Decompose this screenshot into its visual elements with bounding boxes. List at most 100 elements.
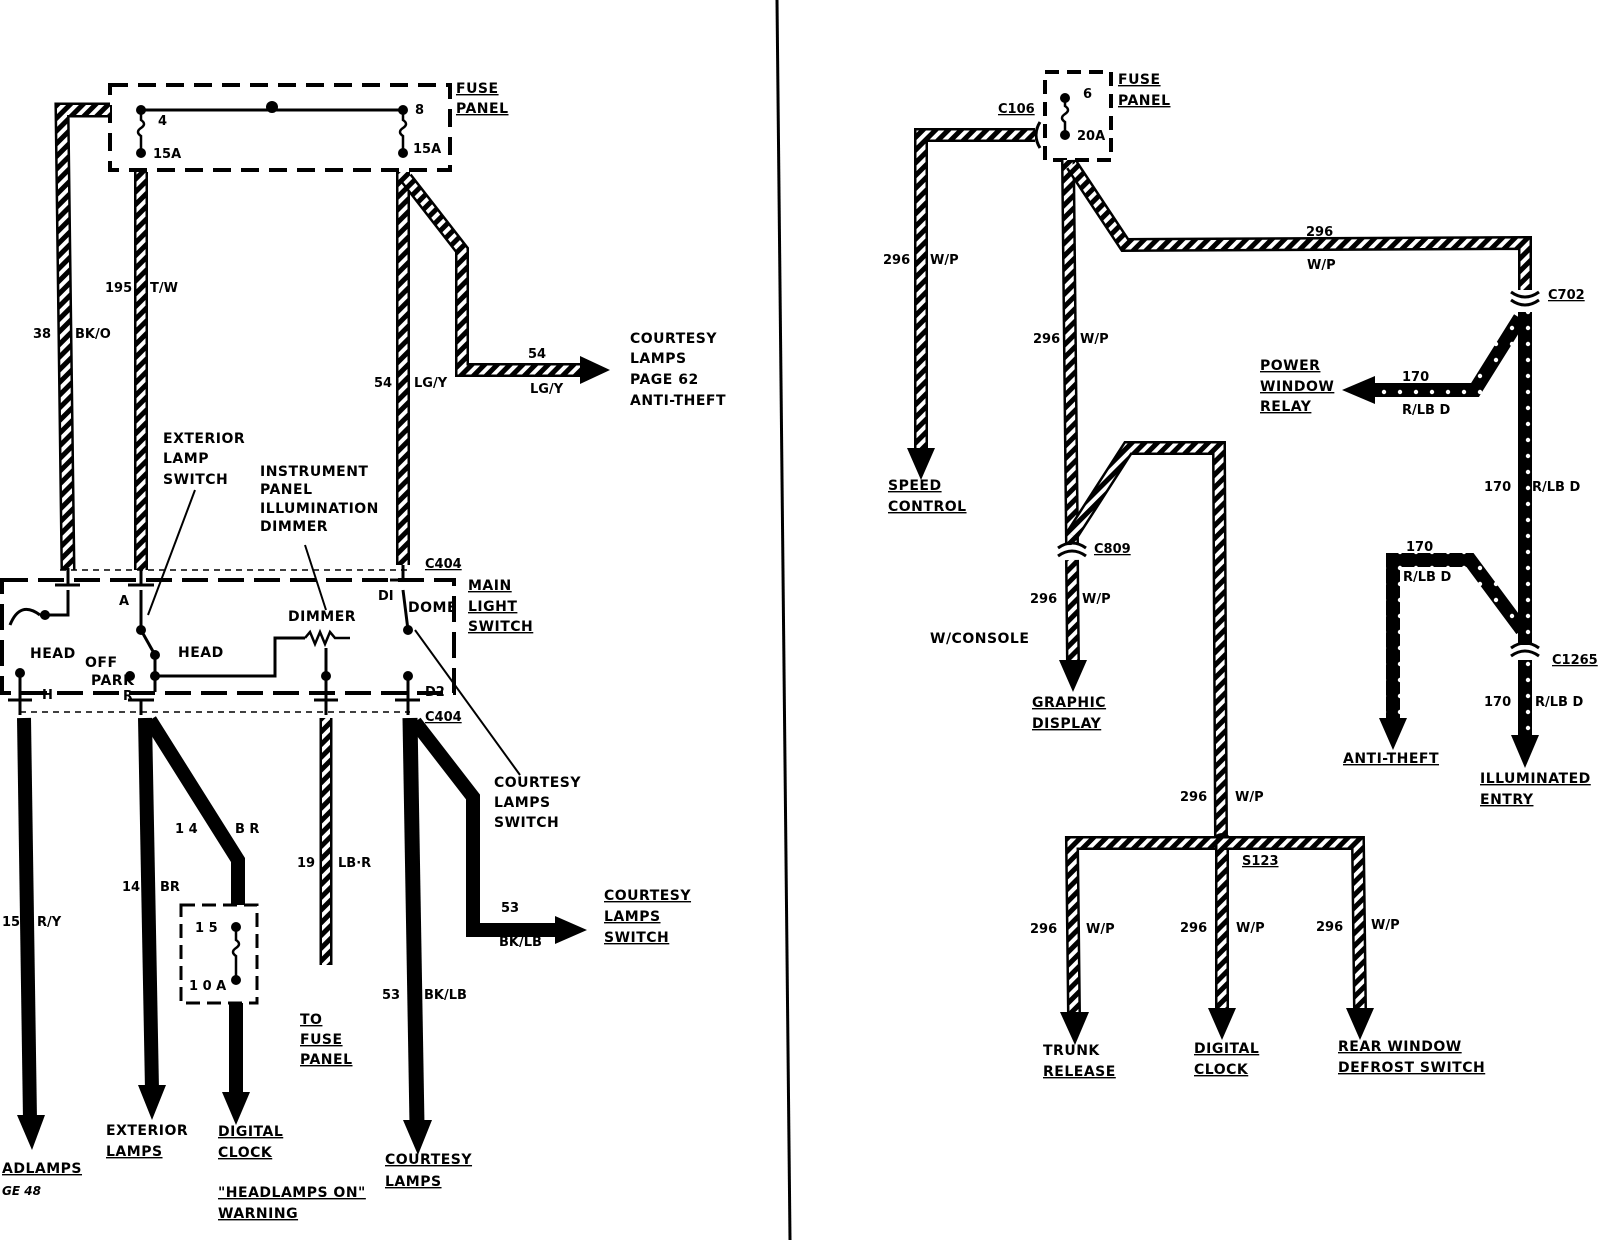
- courtesy-call-2: LAMPS: [494, 795, 551, 811]
- r-digital-clock-2: CLOCK: [1194, 1062, 1249, 1078]
- speed-control-1: SPEED: [888, 478, 942, 494]
- wire-19-num: 19: [297, 856, 315, 871]
- anti-theft-label: ANTI-THEFT: [1343, 751, 1439, 767]
- wire-15: [17, 717, 37, 1121]
- pin-d2-label: D2: [425, 685, 445, 700]
- ext-switch-2: LAMP: [163, 451, 209, 467]
- w296c-num: 296: [1306, 225, 1333, 240]
- fuse15-label: 1 5: [195, 921, 218, 936]
- r-fuse-panel-2: PANEL: [1118, 93, 1171, 109]
- trunk-release-2: RELEASE: [1043, 1064, 1116, 1080]
- courtesy-top-1: COURTESY: [630, 331, 717, 347]
- wire-296-speed: [916, 130, 1035, 455]
- page48-label: GE 48: [2, 1184, 41, 1198]
- w-console-label: W/CONSOLE: [930, 631, 1029, 647]
- courtesy-lamps-2: LAMPS: [385, 1174, 442, 1190]
- digital-clock-2: CLOCK: [218, 1145, 273, 1161]
- left-schematic: [0, 83, 610, 1155]
- w296d-num: 296: [1030, 592, 1057, 607]
- main-switch-3: SWITCH: [468, 619, 533, 635]
- courtesy-call-1: COURTESY: [494, 775, 581, 791]
- wire-195-color: T/W: [150, 281, 178, 296]
- c404-top-label: C404: [425, 557, 462, 572]
- wire-195-num: 195: [105, 281, 132, 296]
- w170a-num: 170: [1402, 370, 1429, 385]
- right-labels: FUSE PANEL 6 20A C106 296 W/P 296 W/P 29…: [883, 72, 1598, 1080]
- w296e-color: W/P: [1235, 790, 1264, 805]
- wire-14b-color: BR: [160, 880, 180, 895]
- r-digital-clock-1: DIGITAL: [1194, 1041, 1259, 1057]
- c1265-label: C1265: [1552, 653, 1598, 668]
- w170c-color: R/LB D: [1403, 570, 1451, 585]
- pin-r-label: R: [123, 689, 133, 704]
- ip-dimmer-4: DIMMER: [260, 519, 328, 535]
- fuse-4: [136, 110, 146, 153]
- ip-dimmer-1: INSTRUMENT: [260, 464, 368, 480]
- wire-14-branch: [144, 716, 245, 905]
- wire-54a-num: 54: [374, 376, 392, 391]
- wire-38-num: 38: [33, 327, 51, 342]
- wire-15-num: 15: [2, 915, 20, 930]
- w170b-num: 170: [1484, 480, 1511, 495]
- wire-296-s123: [1068, 443, 1226, 841]
- speed-control-2: CONTROL: [888, 499, 967, 515]
- wire-296-console: [1067, 559, 1078, 666]
- fuse-panel-box: [108, 83, 452, 172]
- pin-h-label: H: [42, 688, 53, 703]
- c702-label: C702: [1548, 288, 1585, 303]
- wire-296-trunk: [1067, 838, 1222, 1016]
- left-labels: FUSE PANEL 4 15A 8 15A 38 BK/O 195 T/W 5…: [2, 81, 726, 1222]
- power-relay-2: WINDOW: [1260, 379, 1334, 395]
- illuminated-entry-2: ENTRY: [1480, 792, 1534, 808]
- wire-53b-color: BK/LB: [424, 988, 467, 1003]
- right-schematic: [907, 70, 1540, 1045]
- w296f-color: W/P: [1086, 922, 1115, 937]
- courtesy-call-3: SWITCH: [494, 815, 559, 831]
- main-switch-1: MAIN: [468, 578, 512, 594]
- wire-53a-color: BK/LB: [499, 935, 542, 950]
- fuse4-label: 4: [158, 114, 167, 129]
- dome-label: DOME: [408, 600, 457, 616]
- wire-296-c702: [1068, 162, 1530, 290]
- wire-38: [56, 105, 110, 571]
- wire-14: [138, 717, 159, 1091]
- wire-170-relay: [1370, 314, 1526, 397]
- park-label: PARK: [91, 673, 135, 689]
- main-switch-2: LIGHT: [468, 599, 517, 615]
- rear-defrost-2: DEFROST SWITCH: [1338, 1060, 1485, 1076]
- courtesy-top-2: LAMPS: [630, 351, 687, 367]
- fuse-15-box: [179, 903, 259, 1005]
- fuse-panel-label-1: FUSE: [456, 81, 499, 97]
- wire-53-down: [402, 717, 425, 1126]
- pin-a-label: A: [119, 594, 129, 609]
- wire-53b-num: 53: [382, 988, 400, 1003]
- fuse8-label: 8: [415, 103, 424, 118]
- courtesy-switch-1: COURTESY: [604, 888, 691, 904]
- wire-53a-num: 53: [501, 901, 519, 916]
- w170b-color: R/LB D: [1532, 480, 1580, 495]
- c106-label: C106: [998, 102, 1035, 117]
- graphic-display-1: GRAPHIC: [1032, 695, 1106, 711]
- wire-14a-num: 1 4: [175, 822, 198, 837]
- wire-14b-num: 14: [122, 880, 140, 895]
- power-relay-3: RELAY: [1260, 399, 1312, 415]
- w170a-color: R/LB D: [1402, 403, 1450, 418]
- power-relay-1: POWER: [1260, 358, 1320, 374]
- c809-label: C809: [1094, 542, 1131, 557]
- fuse8-amp-label: 15A: [413, 142, 441, 157]
- to-fuse-2: FUSE: [300, 1032, 343, 1048]
- s123-label: S123: [1242, 854, 1279, 869]
- ip-dimmer-2: PANEL: [260, 482, 313, 498]
- fuse-panel-box-right: [1043, 70, 1113, 162]
- fuse-panel-label-2: PANEL: [456, 101, 509, 117]
- illuminated-entry-1: ILLUMINATED: [1480, 771, 1591, 787]
- w296e-num: 296: [1180, 790, 1207, 805]
- courtesy-switch-2: LAMPS: [604, 909, 661, 925]
- w170d-color: R/LB D: [1535, 695, 1583, 710]
- exterior-lamps-1: EXTERIOR: [106, 1123, 188, 1139]
- w296f-num: 296: [1030, 922, 1057, 937]
- trunk-release-1: TRUNK: [1043, 1043, 1100, 1059]
- wire-15-color: R/Y: [37, 915, 62, 930]
- wire-38-color: BK/O: [75, 327, 111, 342]
- w296g-color: W/P: [1236, 921, 1265, 936]
